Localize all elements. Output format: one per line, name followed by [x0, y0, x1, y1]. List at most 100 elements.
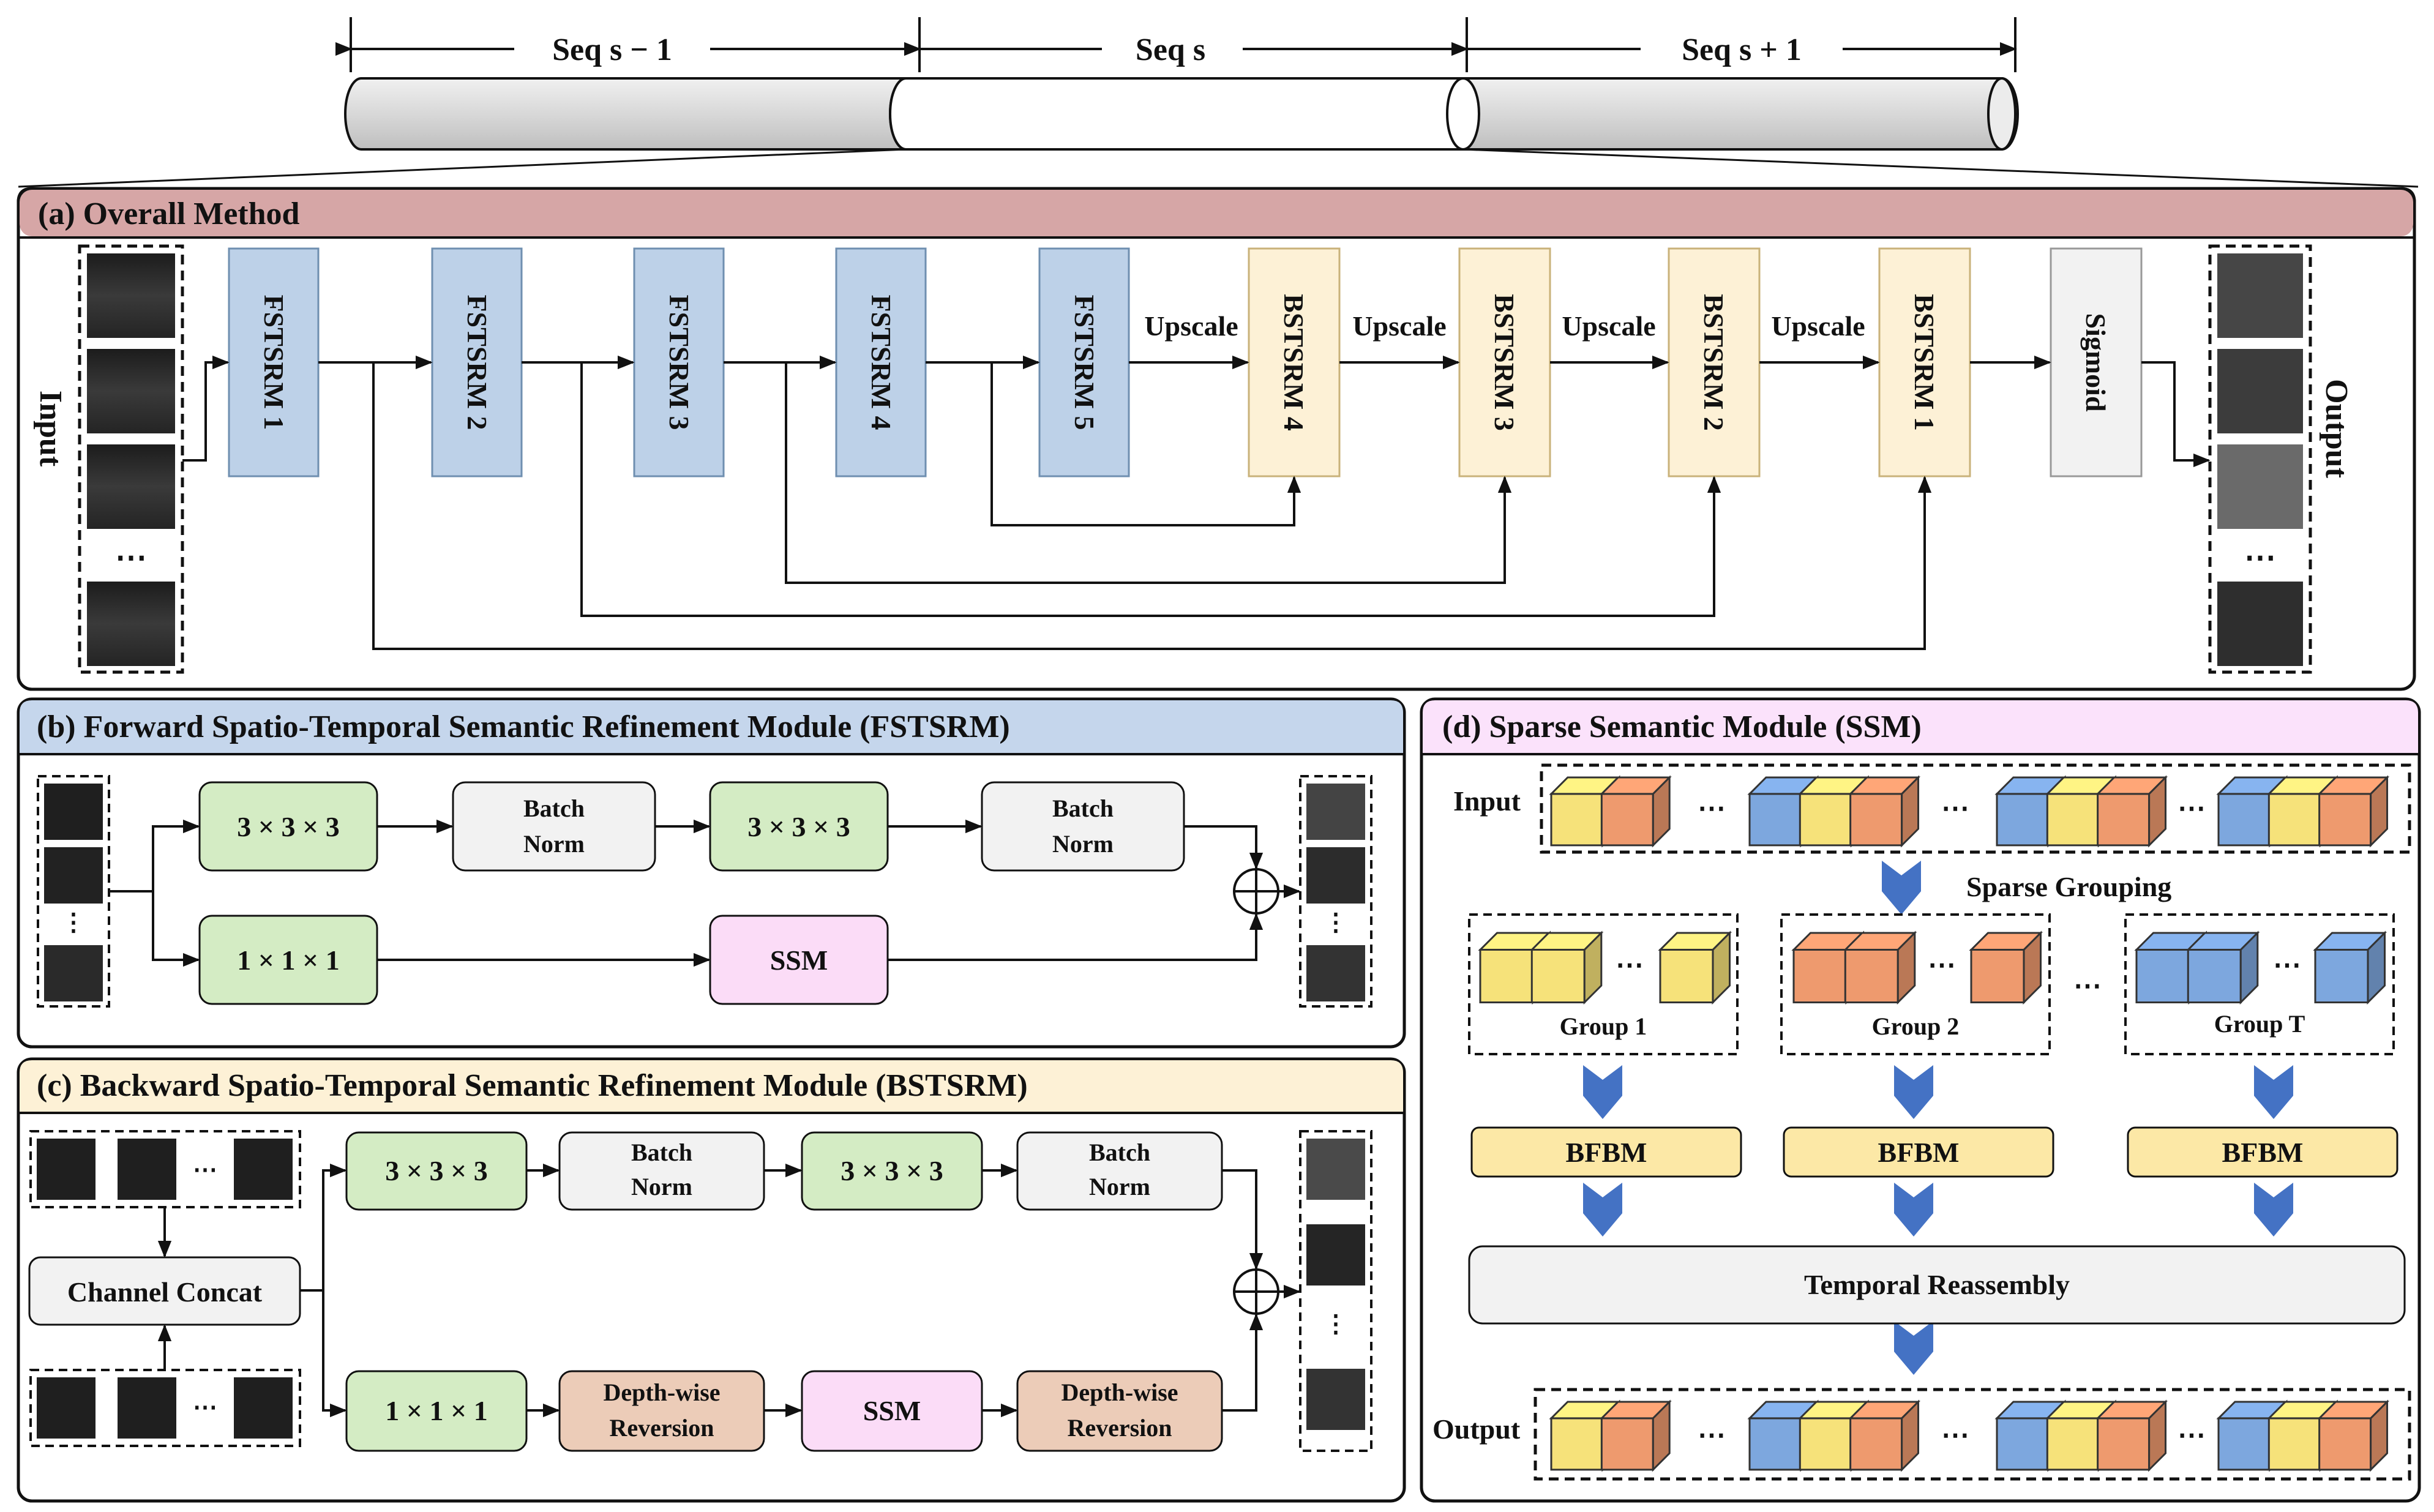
- input-frame-stack: [78, 244, 184, 674]
- ssm-output-ellipsis-3: ⋯: [2177, 1420, 2206, 1451]
- bstsrm-block-2: BSTSRM 2: [1668, 247, 1761, 477]
- ssm-input-ellipsis-2: ⋯: [1941, 793, 1969, 824]
- output-label: Output: [2319, 379, 2354, 479]
- panel-c-conv-333-2: 3 × 3 × 3: [801, 1131, 983, 1211]
- fstsrm-block-4: FSTSRM 4: [835, 247, 927, 477]
- panel-c-bottom-input-stack: [29, 1369, 301, 1447]
- batchnorm-label-line1: Batch: [523, 795, 585, 822]
- conv-333-label: 3 × 3 × 3: [385, 1155, 487, 1186]
- batchnorm-label-line2: Norm: [631, 1173, 692, 1200]
- groups-between-ellipsis: ⋯: [2073, 970, 2102, 1001]
- output-frame-stack: [2208, 244, 2312, 674]
- seq-next-label: Seq s + 1: [1682, 32, 1802, 67]
- panel-b-conv-333-2: 3 × 3 × 3: [709, 781, 889, 872]
- cube-input-b-2: [1848, 775, 1921, 848]
- group-2-box: [1780, 913, 2051, 1055]
- panel-b-batchnorm-1: Batch Norm: [452, 781, 656, 872]
- bfbm-label: BFBM: [1878, 1137, 1960, 1168]
- panel-b-ssm: SSM: [709, 915, 889, 1005]
- panel-a-arrows: [182, 355, 2211, 650]
- panel-c-ssm: SSM: [801, 1370, 983, 1452]
- sigmoid-label: Sigmoid: [2080, 313, 2111, 411]
- fstsrm-5-label: FSTSRM 5: [1069, 294, 1100, 430]
- group-cubes: [1478, 930, 2387, 1005]
- panel-b-sum-node: [1233, 868, 1279, 915]
- panel-d: [1420, 697, 2421, 1503]
- ssm-input-cube-row: [1540, 763, 2411, 854]
- zoom-lines: [18, 148, 2419, 188]
- bstsrm-3-label: BSTSRM 3: [1489, 294, 1520, 431]
- panel-b-batchnorm-2: Batch Norm: [981, 781, 1185, 872]
- panel-c-arrows: [157, 1163, 1301, 1418]
- batchnorm-label-line1: Batch: [1052, 795, 1114, 822]
- panel-c-batchnorm-2: Batch Norm: [1016, 1131, 1223, 1211]
- depthwise-label-line1: Depth-wise: [603, 1379, 720, 1406]
- bfbm-block-3: BFBM: [2127, 1126, 2398, 1178]
- depthwise-label-line1: Depth-wise: [1061, 1379, 1178, 1406]
- channel-concat-label: Channel Concat: [67, 1276, 263, 1308]
- fstsrm-block-1: FSTSRM 1: [228, 247, 320, 477]
- bstsrm-block-4: BSTSRM 4: [1248, 247, 1341, 477]
- group-1-label: Group 1: [1560, 1012, 1647, 1040]
- group-1-ellipsis: ⋯: [1616, 949, 1644, 981]
- temporal-reassembly-block: Temporal Reassembly: [1468, 1245, 2406, 1325]
- input-ellipsis: ⋯: [115, 541, 147, 575]
- bstsrm-block-1: BSTSRM 1: [1878, 247, 1971, 477]
- batchnorm-label-line2: Norm: [1089, 1173, 1150, 1200]
- batchnorm-label-line2: Norm: [523, 830, 585, 858]
- ssm-input-label: Input: [1453, 785, 1521, 817]
- channel-concat-block: Channel Concat: [28, 1256, 301, 1326]
- sigmoid-block: Sigmoid: [2050, 247, 2143, 477]
- cube-group1-1: [1529, 930, 1604, 1005]
- sequence-cylinder: [344, 77, 2019, 151]
- panel-a: [17, 187, 2416, 691]
- cube-groupt-1: [2185, 930, 2260, 1005]
- cube-group2-last: [1969, 930, 2043, 1005]
- fstsrm-3-label: FSTSRM 3: [664, 294, 695, 430]
- panel-c-output-vdots: ⋮: [1324, 1310, 1348, 1338]
- conv-333-label: 3 × 3 × 3: [841, 1155, 943, 1186]
- panel-c-depthwise-reversion-2: Depth-wise Reversion: [1016, 1370, 1223, 1452]
- panel-c-depthwise-reversion-1: Depth-wise Reversion: [558, 1370, 765, 1452]
- group-t-box: [2124, 913, 2395, 1055]
- ssm-output-cubes: [1549, 1399, 2390, 1472]
- batchnorm-label-line1: Batch: [1089, 1139, 1150, 1166]
- panel-c: [17, 1057, 1406, 1503]
- group-1-box: [1468, 913, 1739, 1055]
- cube-input-c-2: [2095, 775, 2168, 848]
- panel-c-conv-333-1: 3 × 3 × 3: [345, 1131, 528, 1211]
- bfbm-block-1: BFBM: [1470, 1126, 1742, 1178]
- bstsrm-block-3: BSTSRM 3: [1458, 247, 1551, 477]
- cube-output-c-2: [2095, 1399, 2168, 1472]
- ssm-input-cubes: [1549, 775, 2390, 848]
- bfbm-label: BFBM: [2222, 1137, 2304, 1168]
- fstsrm-block-2: FSTSRM 2: [431, 247, 523, 477]
- bstsrm-4-label: BSTSRM 4: [1278, 294, 1309, 431]
- sequence-header: [335, 17, 2017, 72]
- panel-c-conv-111: 1 × 1 × 1: [345, 1370, 528, 1452]
- fstsrm-2-label: FSTSRM 2: [462, 294, 493, 430]
- panel-c-sum-node: [1233, 1268, 1279, 1315]
- batchnorm-label-line1: Batch: [631, 1139, 692, 1166]
- panel-b-arrows: [109, 819, 1301, 967]
- group-2-ellipsis: ⋯: [1928, 949, 1956, 981]
- cube-input-d-2: [2317, 775, 2390, 848]
- fstsrm-1-label: FSTSRM 1: [258, 294, 290, 430]
- panel-c-output-stack: [1299, 1130, 1372, 1452]
- ssm-input-ellipsis-3: ⋯: [2177, 793, 2206, 824]
- group-t-label: Group T: [2214, 1010, 2305, 1038]
- batchnorm-label-line2: Norm: [1052, 830, 1114, 858]
- panel-b-output-vdots: ⋮: [1324, 908, 1348, 936]
- temporal-reassembly-label: Temporal Reassembly: [1804, 1269, 2070, 1300]
- input-label: Input: [33, 391, 68, 467]
- panel-b: [17, 697, 1406, 1049]
- panel-d-title: (d) Sparse Semantic Module (SSM): [1442, 709, 1922, 744]
- conv-111-label: 1 × 1 × 1: [385, 1395, 487, 1426]
- ssm-output-ellipsis-2: ⋯: [1941, 1420, 1969, 1451]
- sparse-grouping-label: Sparse Grouping: [1966, 871, 2171, 902]
- group-t-ellipsis: ⋯: [2273, 949, 2301, 981]
- ssm-input-ellipsis-1: ⋯: [1698, 793, 1726, 824]
- panel-a-title: (a) Overall Method: [38, 196, 300, 231]
- panel-c-top-input-stack: [29, 1130, 301, 1208]
- panel-b-conv-111: 1 × 1 × 1: [198, 915, 378, 1005]
